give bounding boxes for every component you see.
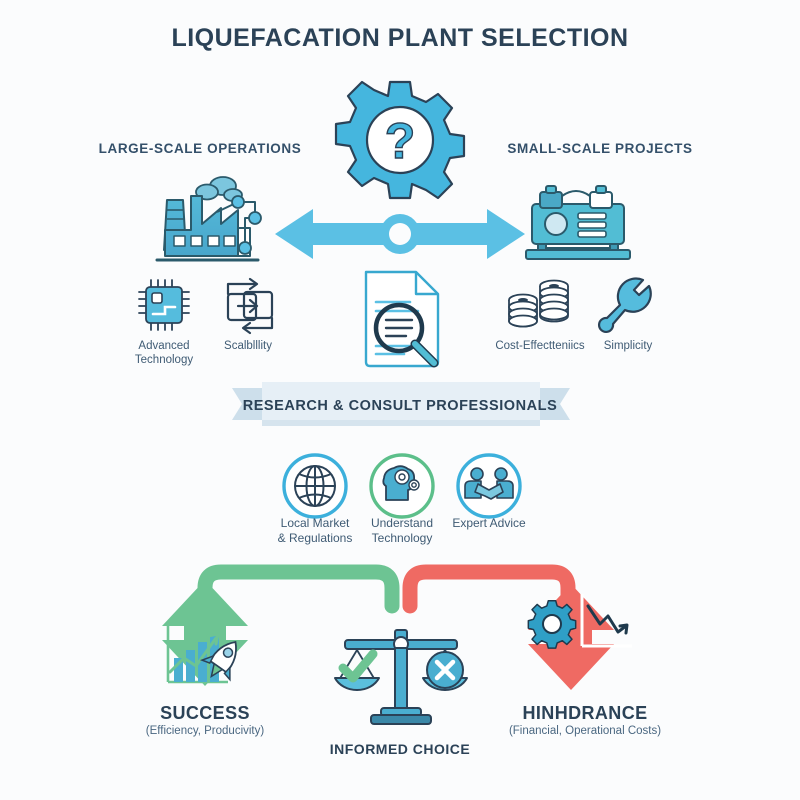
research-step-1-line2: Technology <box>371 531 433 545</box>
balance-scale-icon <box>327 622 475 727</box>
hindrance-title: HINHDRANCE <box>522 703 648 723</box>
factory-icon <box>145 168 270 273</box>
research-step-1-label: Understand Technology <box>347 516 457 546</box>
document-magnifier-icon <box>356 268 448 370</box>
microchip-icon <box>135 276 193 334</box>
left-feature-0-line2: Technology <box>134 354 194 366</box>
right-feature-0-line1: Cost-Effectteniics <box>495 340 585 352</box>
research-step-0-line2: & Regulations <box>277 531 353 545</box>
research-step-0-line1: Local Market <box>280 516 350 530</box>
research-step-0-label: Local Market & Regulations <box>260 516 370 546</box>
research-banner <box>232 382 570 434</box>
right-feature-1-line1: Simplicity <box>603 340 653 352</box>
outcome-connectors <box>0 558 800 628</box>
research-step-1-line1: Understand <box>370 516 434 530</box>
wrench-icon <box>598 277 655 334</box>
left-feature-1-line1: Scalblllity <box>224 340 272 352</box>
hindrance-subtitle: (Financial, Operational Costs) <box>508 725 662 737</box>
handshake-icon <box>455 452 523 520</box>
double-headed-arrow-icon <box>275 203 525 265</box>
research-banner-text: RESEARCH & CONSULT PROFESSIONALS <box>242 398 558 414</box>
left-column-heading: LARGE-SCALE OPERATIONS <box>98 141 302 156</box>
right-feature-1-label: Simplicity <box>573 339 683 353</box>
research-step-2-label: Expert Advice <box>434 516 544 531</box>
right-column-heading: SMALL-SCALE PROJECTS <box>507 141 693 156</box>
declining-chart-gear-icon <box>527 590 638 660</box>
left-feature-1-label: Scalblllity <box>193 339 303 353</box>
growth-chart-rocket-icon <box>162 620 270 690</box>
gear-question-icon: ? <box>334 78 466 203</box>
page-title: LIQUEFACATION PLANT SELECTION <box>171 24 629 52</box>
svg-text:?: ? <box>385 113 416 169</box>
left-feature-0-line1: Advanced <box>138 340 190 352</box>
globe-icon <box>281 452 349 520</box>
success-subtitle: (Efficiency, Producivity) <box>145 725 265 737</box>
brain-gears-icon <box>368 452 436 520</box>
informed-choice-title: INFORMED CHOICE <box>329 741 471 757</box>
check-mark-icon <box>338 649 378 683</box>
scalability-arrows-icon <box>222 277 278 335</box>
research-step-2-line1: Expert Advice <box>452 516 526 530</box>
coin-stacks-icon <box>508 276 570 336</box>
success-title: SUCCESS <box>160 703 250 723</box>
left-feature-0-label: Advanced Technology <box>109 339 219 367</box>
compact-machine-icon <box>518 182 638 267</box>
x-circle-icon <box>426 651 464 689</box>
right-feature-0-label: Cost-Effectteniics <box>485 339 595 353</box>
